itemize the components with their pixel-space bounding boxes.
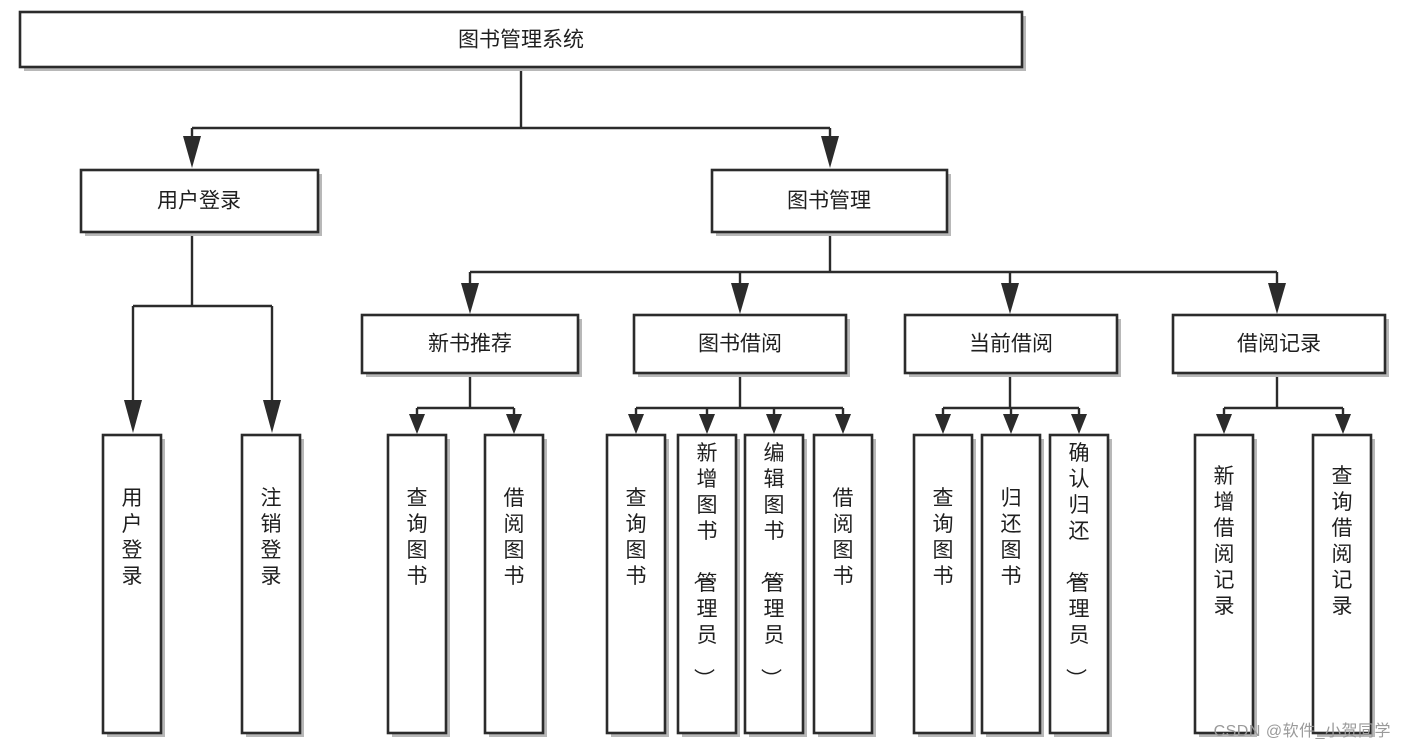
arrow-head-borrow-record	[1268, 283, 1286, 314]
node-book-management[interactable]: 图书管理	[710, 168, 951, 236]
leaf-borrow-book-1-box	[483, 433, 545, 735]
current-borrow-label: 当前借阅	[969, 333, 1053, 356]
node-leaf-query-book-2[interactable]: 查询图书	[605, 433, 669, 737]
leaf-query-borrow-record-label: 查询借阅记录	[1332, 465, 1353, 618]
node-leaf-borrow-book-1[interactable]: 借阅图书	[483, 433, 547, 737]
node-book-borrow[interactable]: 图书借阅	[632, 313, 850, 377]
node-current-borrow[interactable]: 当前借阅	[903, 313, 1121, 377]
user-login-box	[79, 168, 320, 234]
arrow-head-leaf-query-borrow-record	[1335, 414, 1351, 434]
book-management-box	[710, 168, 949, 234]
node-leaf-add-borrow-record[interactable]: 新增借阅记录	[1193, 433, 1257, 737]
arrow-head-current-borrow	[1001, 283, 1019, 314]
node-leaf-user-login[interactable]: 用户登录	[101, 433, 165, 737]
leaf-query-book-1-label: 查询图书	[407, 487, 428, 588]
connector-group-current-borrow	[935, 375, 1087, 434]
leaf-query-book-3-label: 查询图书	[933, 487, 954, 588]
leaf-borrow-book-1-label: 借阅图书	[504, 487, 525, 588]
node-leaf-confirm-return[interactable]: 确认归还（管理员）	[1048, 433, 1112, 737]
arrow-head-leaf-user-login	[124, 400, 142, 433]
watermark-text: CSDN @软件_小贺同学	[1213, 723, 1391, 740]
leaf-query-borrow-record-box	[1311, 433, 1373, 735]
current-borrow-box	[903, 313, 1119, 375]
node-user-login[interactable]: 用户登录	[79, 168, 322, 236]
connector-group-book-management	[461, 232, 1286, 314]
connector-group-borrow-record	[1216, 375, 1351, 434]
leaf-logout-login-box	[240, 433, 302, 735]
leaf-query-book-2-box	[605, 433, 667, 735]
connector-group-user-login	[124, 232, 281, 433]
new-book-recommend-label: 新书推荐	[428, 333, 512, 356]
book-borrow-label: 图书借阅	[698, 333, 782, 356]
arrow-head-leaf-borrow-book-1	[506, 414, 522, 434]
arrow-head-leaf-query-book-2	[628, 414, 644, 434]
arrow-head-leaf-add-book	[699, 414, 715, 434]
user-login-label: 用户登录	[157, 190, 241, 213]
root-box	[18, 10, 1024, 69]
connector-group-book-borrow	[628, 375, 851, 434]
node-leaf-add-book[interactable]: 新增图书（管理员）	[676, 433, 740, 737]
node-leaf-query-borrow-record[interactable]: 查询借阅记录	[1311, 433, 1375, 737]
leaf-add-book-label: 新增图书（管理员）	[692, 442, 718, 689]
arrow-head-leaf-return-book	[1003, 414, 1019, 434]
leaf-confirm-return-label: 确认归还（管理员）	[1064, 442, 1090, 689]
node-leaf-logout-login[interactable]: 注销登录	[240, 433, 304, 737]
arrow-head-leaf-query-book-1	[409, 414, 425, 434]
leaf-borrow-book-2-box	[812, 433, 874, 735]
connector-group-new-book-recommend	[409, 375, 522, 434]
leaf-user-login-label: 用户登录	[122, 487, 143, 588]
node-root[interactable]: 图书管理系统	[18, 10, 1026, 71]
new-book-recommend-box	[360, 313, 580, 375]
arrow-head-book-borrow	[731, 283, 749, 314]
arrow-head-leaf-query-book-3	[935, 414, 951, 434]
root-label: 图书管理系统	[458, 29, 584, 52]
arrow-head-leaf-edit-book	[766, 414, 782, 434]
leaf-add-book-box	[676, 433, 738, 735]
node-leaf-query-book-3[interactable]: 查询图书	[912, 433, 976, 737]
arrow-head-user-login	[183, 136, 201, 168]
arrow-head-new-book-recommend	[461, 283, 479, 314]
book-borrow-box	[632, 313, 848, 375]
node-leaf-borrow-book-2[interactable]: 借阅图书	[812, 433, 876, 737]
leaf-user-login-box	[101, 433, 163, 735]
leaf-logout-login-label: 注销登录	[261, 487, 282, 588]
leaf-query-book-3-box	[912, 433, 974, 735]
borrow-record-box	[1171, 313, 1387, 375]
leaf-add-borrow-record-label: 新增借阅记录	[1214, 465, 1235, 618]
arrow-head-leaf-logout-login	[263, 400, 281, 433]
leaf-edit-book-box	[743, 433, 805, 735]
arrow-head-leaf-borrow-book-2	[835, 414, 851, 434]
leaf-query-book-1-box	[386, 433, 448, 735]
arrow-head-leaf-confirm-return	[1071, 414, 1087, 434]
leaf-borrow-book-2-label: 借阅图书	[833, 487, 854, 588]
leaf-add-borrow-record-box	[1193, 433, 1255, 735]
node-leaf-query-book-1[interactable]: 查询图书	[386, 433, 450, 737]
leaf-confirm-return-box	[1048, 433, 1110, 735]
leaf-query-book-2-label: 查询图书	[626, 487, 647, 588]
arrow-head-leaf-add-borrow-record	[1216, 414, 1232, 434]
borrow-record-label: 借阅记录	[1237, 333, 1321, 356]
book-management-label: 图书管理	[787, 190, 871, 213]
leaf-return-book-label: 归还图书	[1001, 487, 1022, 588]
arrow-head-book-management	[821, 136, 839, 168]
node-new-book-recommend[interactable]: 新书推荐	[360, 313, 582, 377]
leaf-edit-book-label: 编辑图书（管理员）	[759, 442, 785, 689]
connector-group-root	[183, 67, 839, 168]
node-leaf-edit-book[interactable]: 编辑图书（管理员）	[743, 433, 807, 737]
leaf-return-book-box	[980, 433, 1042, 735]
node-borrow-record[interactable]: 借阅记录	[1171, 313, 1389, 377]
node-leaf-return-book[interactable]: 归还图书	[980, 433, 1044, 737]
